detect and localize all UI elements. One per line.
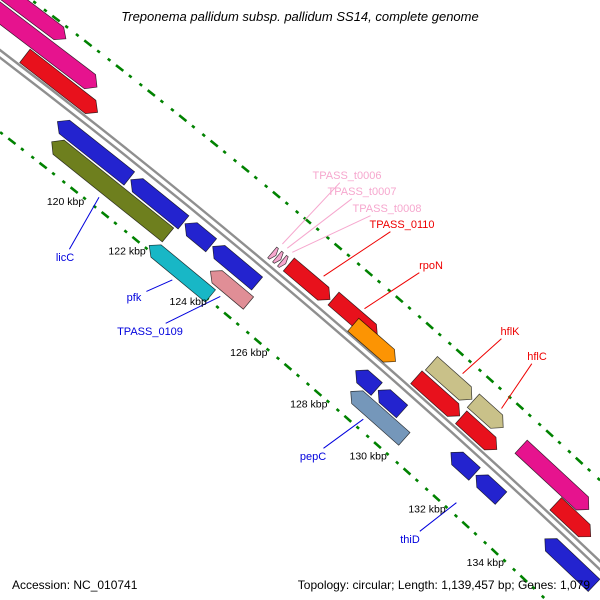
ruler-labels: 120 kbp 122 kbp 124 kbp 126 kbp 128 kbp 130 k… bbox=[47, 196, 504, 569]
gene-label-hflC[interactable]: hflC bbox=[527, 351, 547, 363]
gene-label-TPASS_0109[interactable]: TPASS_0109 bbox=[117, 326, 183, 338]
gene-arrow[interactable] bbox=[355, 369, 383, 396]
gene-arrow[interactable] bbox=[0, 0, 67, 41]
ruler-label-128: 128 kbp bbox=[290, 398, 328, 410]
label-leader-pfk bbox=[146, 279, 173, 292]
gene-label-pfk[interactable]: pfk bbox=[127, 292, 142, 304]
map-title: Treponema pallidum subsp. pallidum SS14,… bbox=[121, 9, 479, 24]
gene-arrow-thiD[interactable] bbox=[475, 474, 508, 505]
gene-arrow[interactable] bbox=[455, 410, 498, 451]
gene-arrow[interactable] bbox=[212, 245, 264, 291]
gene-arrow-licC[interactable] bbox=[51, 139, 175, 243]
gene-arrow-pfk[interactable] bbox=[148, 244, 216, 303]
status-topology: Topology: circular; Length: 1,139,457 bp… bbox=[297, 578, 590, 592]
gene-label-hflK[interactable]: hflK bbox=[501, 326, 521, 338]
gene-arrow[interactable] bbox=[0, 0, 98, 90]
ruler-label-124: 124 kbp bbox=[170, 296, 208, 308]
gene-arrow[interactable] bbox=[19, 48, 98, 114]
gene-arrow[interactable] bbox=[544, 538, 600, 592]
gene-arrow[interactable] bbox=[130, 178, 190, 230]
status-bar: Accession: NC_010741 Topology: circular;… bbox=[0, 576, 600, 592]
ruler-label-120: 120 kbp bbox=[47, 196, 85, 208]
gene-label-TPASS_t0007[interactable]: TPASS_t0007 bbox=[328, 186, 397, 198]
gene-arrow-TPASS_t0006[interactable] bbox=[267, 246, 279, 260]
label-leader-pepC bbox=[323, 418, 364, 449]
ruler-label-132: 132 kbp bbox=[408, 503, 446, 515]
gene-arrow-TPASS_t0007[interactable] bbox=[272, 250, 284, 264]
label-leader-hflK bbox=[462, 338, 502, 374]
gene-arrow[interactable] bbox=[514, 439, 590, 511]
gene-label-rpoN[interactable]: rpoN bbox=[419, 260, 443, 272]
label-leader-TPASS_t0007 bbox=[286, 198, 353, 249]
gene-arrow-pepC[interactable] bbox=[350, 390, 411, 446]
gene-arrow[interactable] bbox=[450, 451, 481, 481]
gene-arrow[interactable] bbox=[377, 389, 409, 419]
label-leader-licC bbox=[68, 196, 100, 250]
ruler-label-130: 130 kbp bbox=[350, 451, 388, 463]
gene-label-pepC[interactable]: pepC bbox=[300, 451, 326, 463]
gene-label-TPASS_t0008[interactable]: TPASS_t0008 bbox=[353, 203, 422, 215]
gene-label-licC[interactable]: licC bbox=[56, 252, 74, 264]
gene-label-thiD[interactable]: thiD bbox=[400, 534, 420, 546]
label-leader-thiD bbox=[419, 502, 457, 532]
gene-arrow-TPASS_t0008[interactable] bbox=[277, 254, 289, 268]
gene-arrow[interactable] bbox=[347, 317, 396, 363]
gene-arrow[interactable] bbox=[410, 370, 461, 417]
gene-arrow[interactable] bbox=[549, 497, 592, 538]
label-leader-TPASS_t0006 bbox=[282, 182, 341, 245]
ruler-label-126: 126 kbp bbox=[230, 347, 268, 359]
gene-arrow[interactable] bbox=[57, 119, 136, 186]
ruler-label-134: 134 kbp bbox=[467, 557, 505, 569]
gene-arrow-hflC[interactable] bbox=[466, 393, 504, 429]
gene-arrow-hflK[interactable] bbox=[424, 356, 473, 401]
gene-label-TPASS_0110[interactable]: TPASS_0110 bbox=[369, 219, 434, 231]
label-leader-TPASS_t0008 bbox=[292, 215, 371, 253]
gene-arrow[interactable] bbox=[184, 222, 218, 253]
genome-backbone bbox=[0, 56, 600, 572]
genome-backbone bbox=[0, 48, 600, 564]
label-leader-TPASS_0110 bbox=[323, 231, 391, 277]
gene-arrow-TPASS_0109[interactable] bbox=[210, 270, 255, 310]
label-leader-hflC bbox=[501, 363, 533, 409]
gene-label-TPASS_t0006[interactable]: TPASS_t0006 bbox=[313, 170, 382, 182]
gene-arrow-TPASS_0110[interactable] bbox=[282, 257, 331, 301]
label-leader-TPASS_0109 bbox=[165, 295, 221, 324]
label-leader-rpoN bbox=[364, 272, 420, 310]
ruler-label-122: 122 kbp bbox=[108, 246, 146, 258]
status-accession: Accession: NC_010741 bbox=[12, 578, 138, 592]
